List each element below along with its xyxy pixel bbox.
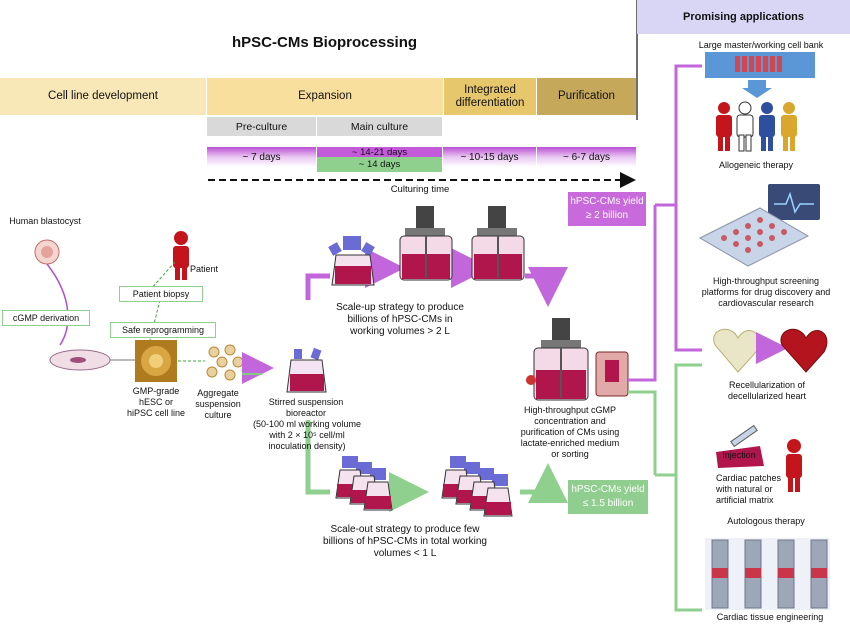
people-icon bbox=[716, 101, 797, 152]
yield-out-line1: hPSC-CMs yield bbox=[571, 484, 645, 495]
scale-up-text: Scale-up strategy to produce billions of… bbox=[336, 302, 464, 337]
duration-pre-culture: ~ 7 days bbox=[242, 151, 281, 163]
phase-integrated-differentiation: Integrated differentiation bbox=[444, 78, 536, 115]
patient-label: Patient bbox=[190, 264, 219, 274]
applications-header-label: Promising applications bbox=[682, 11, 805, 23]
duration-bar-diff bbox=[443, 147, 536, 167]
duration-purification: ~ 6-7 days bbox=[563, 151, 610, 163]
duration-main-culture-up: ~ 14-21 days bbox=[351, 147, 408, 158]
injection-icon bbox=[716, 424, 764, 468]
scale-out-text: Scale-out strategy to produce few billio… bbox=[323, 524, 487, 559]
green-connector bbox=[628, 390, 657, 475]
scale-up-small-reactor-icon bbox=[328, 236, 375, 286]
aggregate-label: Aggregate suspension culture bbox=[195, 388, 241, 420]
purple-connector bbox=[628, 205, 657, 382]
stirred-bioreactor-icon bbox=[286, 347, 327, 393]
cell-bank-label: Large master/working cell bank bbox=[698, 40, 824, 50]
stirred-detail-1: (50-100 ml working volume bbox=[252, 419, 362, 429]
scale-out-flasks-2-icon bbox=[441, 456, 513, 517]
phase-label: Purification bbox=[558, 90, 615, 102]
duration-bar-main-up bbox=[317, 147, 442, 157]
autologous-label: Autologous therapy bbox=[727, 516, 805, 526]
applications-header: Promising applications bbox=[637, 0, 850, 34]
subphase-pre-culture: Pre-culture bbox=[207, 117, 316, 136]
duration-differentiation: ~ 10-15 days bbox=[460, 151, 519, 163]
stirred-detail-2: with 2 × 10⁵ cell/ml bbox=[269, 430, 345, 440]
duration-main-culture-out: ~ 14 days bbox=[358, 159, 401, 170]
tissue-engineering-label: Cardiac tissue engineering bbox=[716, 612, 824, 622]
heart-icon bbox=[713, 328, 828, 373]
duration-bar-purif bbox=[537, 147, 636, 167]
scale-out-flasks-1-icon bbox=[335, 456, 393, 511]
autologous-patient-icon bbox=[786, 439, 802, 492]
safe-reprogramming-box: Safe reprogramming bbox=[110, 322, 216, 338]
scale-up-reactor-1-icon bbox=[399, 206, 453, 281]
culturing-time-label: Culturing time bbox=[390, 184, 450, 195]
yield-up-line1: hPSC-CMs yield bbox=[570, 196, 644, 207]
phase-label: Integrated differentiation bbox=[455, 83, 525, 109]
scale-out-path bbox=[305, 420, 330, 495]
human-blastocyst-label: Human blastocyst bbox=[9, 216, 81, 226]
allogeneic-label: Allogeneic therapy bbox=[718, 160, 794, 170]
yield-up-line2: ≥ 2 billion bbox=[585, 210, 629, 221]
blastocyst-line bbox=[46, 263, 69, 346]
scale-up-path bbox=[305, 273, 330, 300]
patient-icon bbox=[173, 231, 189, 280]
purification-text: High-throughput cGMP concentration and p… bbox=[520, 405, 620, 459]
cgmp-derivation-box: cGMP derivation bbox=[2, 310, 90, 326]
screening-platform-icon bbox=[698, 184, 820, 267]
screening-label: High-throughput screening platforms for … bbox=[701, 276, 831, 308]
gmp-grade-label: GMP-grade hESC or hiPSC cell line bbox=[126, 386, 186, 418]
purification-reactor-icon bbox=[526, 318, 629, 401]
page-title: hPSC-CMs Bioprocessing bbox=[232, 34, 418, 51]
scale-up-reactor-2-icon bbox=[471, 206, 525, 281]
aggregate-icon bbox=[206, 344, 244, 381]
phase-purification: Purification bbox=[537, 78, 636, 115]
stirred-detail-3: inoculation density) bbox=[268, 441, 346, 451]
yield-up-box: hPSC-CMs yield ≥ 2 billion bbox=[568, 192, 646, 226]
yield-out-box: hPSC-CMs yield ≤ 1.5 billion bbox=[568, 480, 648, 514]
recellularization-label: Recellularization of decellularized hear… bbox=[727, 380, 807, 401]
cardiac-patches-label: Cardiac patches with natural or artifici… bbox=[716, 473, 782, 505]
yield-out-line2: ≤ 1.5 billion bbox=[582, 498, 634, 509]
duration-bar-pre bbox=[207, 147, 316, 167]
tissue-engineering-icon bbox=[705, 538, 830, 610]
patient-biopsy-box: Patient biopsy bbox=[119, 286, 203, 302]
injection-label: Injection bbox=[722, 450, 756, 460]
phase-expansion: Expansion bbox=[207, 78, 443, 115]
cell-bank-icon bbox=[705, 52, 815, 98]
phase-label: Cell line development bbox=[48, 90, 158, 102]
stirred-bioreactor-label: Stirred suspension bioreactor bbox=[268, 397, 344, 418]
duration-bar-main-out bbox=[317, 157, 442, 172]
subphase-main-culture: Main culture bbox=[317, 117, 442, 136]
phase-cell-line-development: Cell line development bbox=[0, 78, 206, 115]
phase-label: Expansion bbox=[298, 90, 352, 102]
